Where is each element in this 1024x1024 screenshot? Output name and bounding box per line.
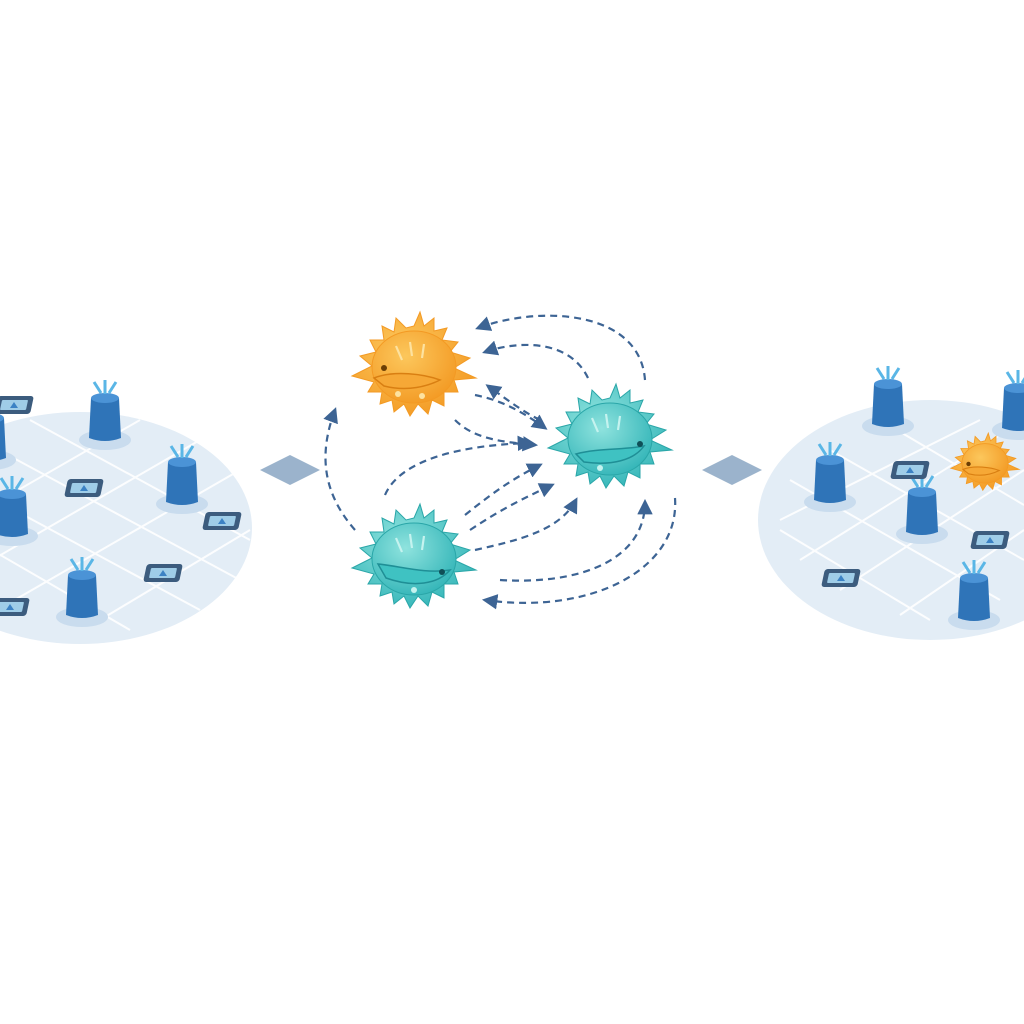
- link-arrow: [383, 435, 534, 496]
- tower-icon: [860, 364, 916, 438]
- device-icon: [0, 598, 30, 616]
- link-arrow: [474, 393, 548, 430]
- link-arrow: [464, 463, 543, 516]
- device-icon: [890, 461, 930, 479]
- device-icon: [64, 479, 104, 497]
- right-platform: [758, 364, 1024, 640]
- virus-agent-icon: [351, 311, 477, 417]
- link-arrow: [454, 419, 539, 452]
- link-arrow: [499, 498, 653, 582]
- diamond-icon: [702, 455, 762, 485]
- left-platform: [0, 378, 252, 644]
- link-arrow: [469, 483, 555, 531]
- device-icon: [143, 564, 183, 582]
- device-icon: [202, 512, 242, 530]
- virus-agent-icon: [547, 383, 673, 489]
- link-arrow: [474, 497, 578, 552]
- virus-agent-icon: [950, 432, 1020, 491]
- exchange-links: [323, 314, 677, 610]
- device-icon: [0, 396, 34, 414]
- link-arrow: [481, 497, 677, 610]
- virus-agent-icon: [351, 503, 477, 609]
- device-icon: [970, 531, 1010, 549]
- link-arrow: [475, 314, 647, 381]
- link-arrow: [323, 407, 356, 531]
- tower-icon: [990, 368, 1024, 442]
- diamond-icon: [260, 455, 320, 485]
- link-arrow: [485, 384, 541, 421]
- device-icon: [821, 569, 861, 587]
- link-arrow: [482, 340, 589, 379]
